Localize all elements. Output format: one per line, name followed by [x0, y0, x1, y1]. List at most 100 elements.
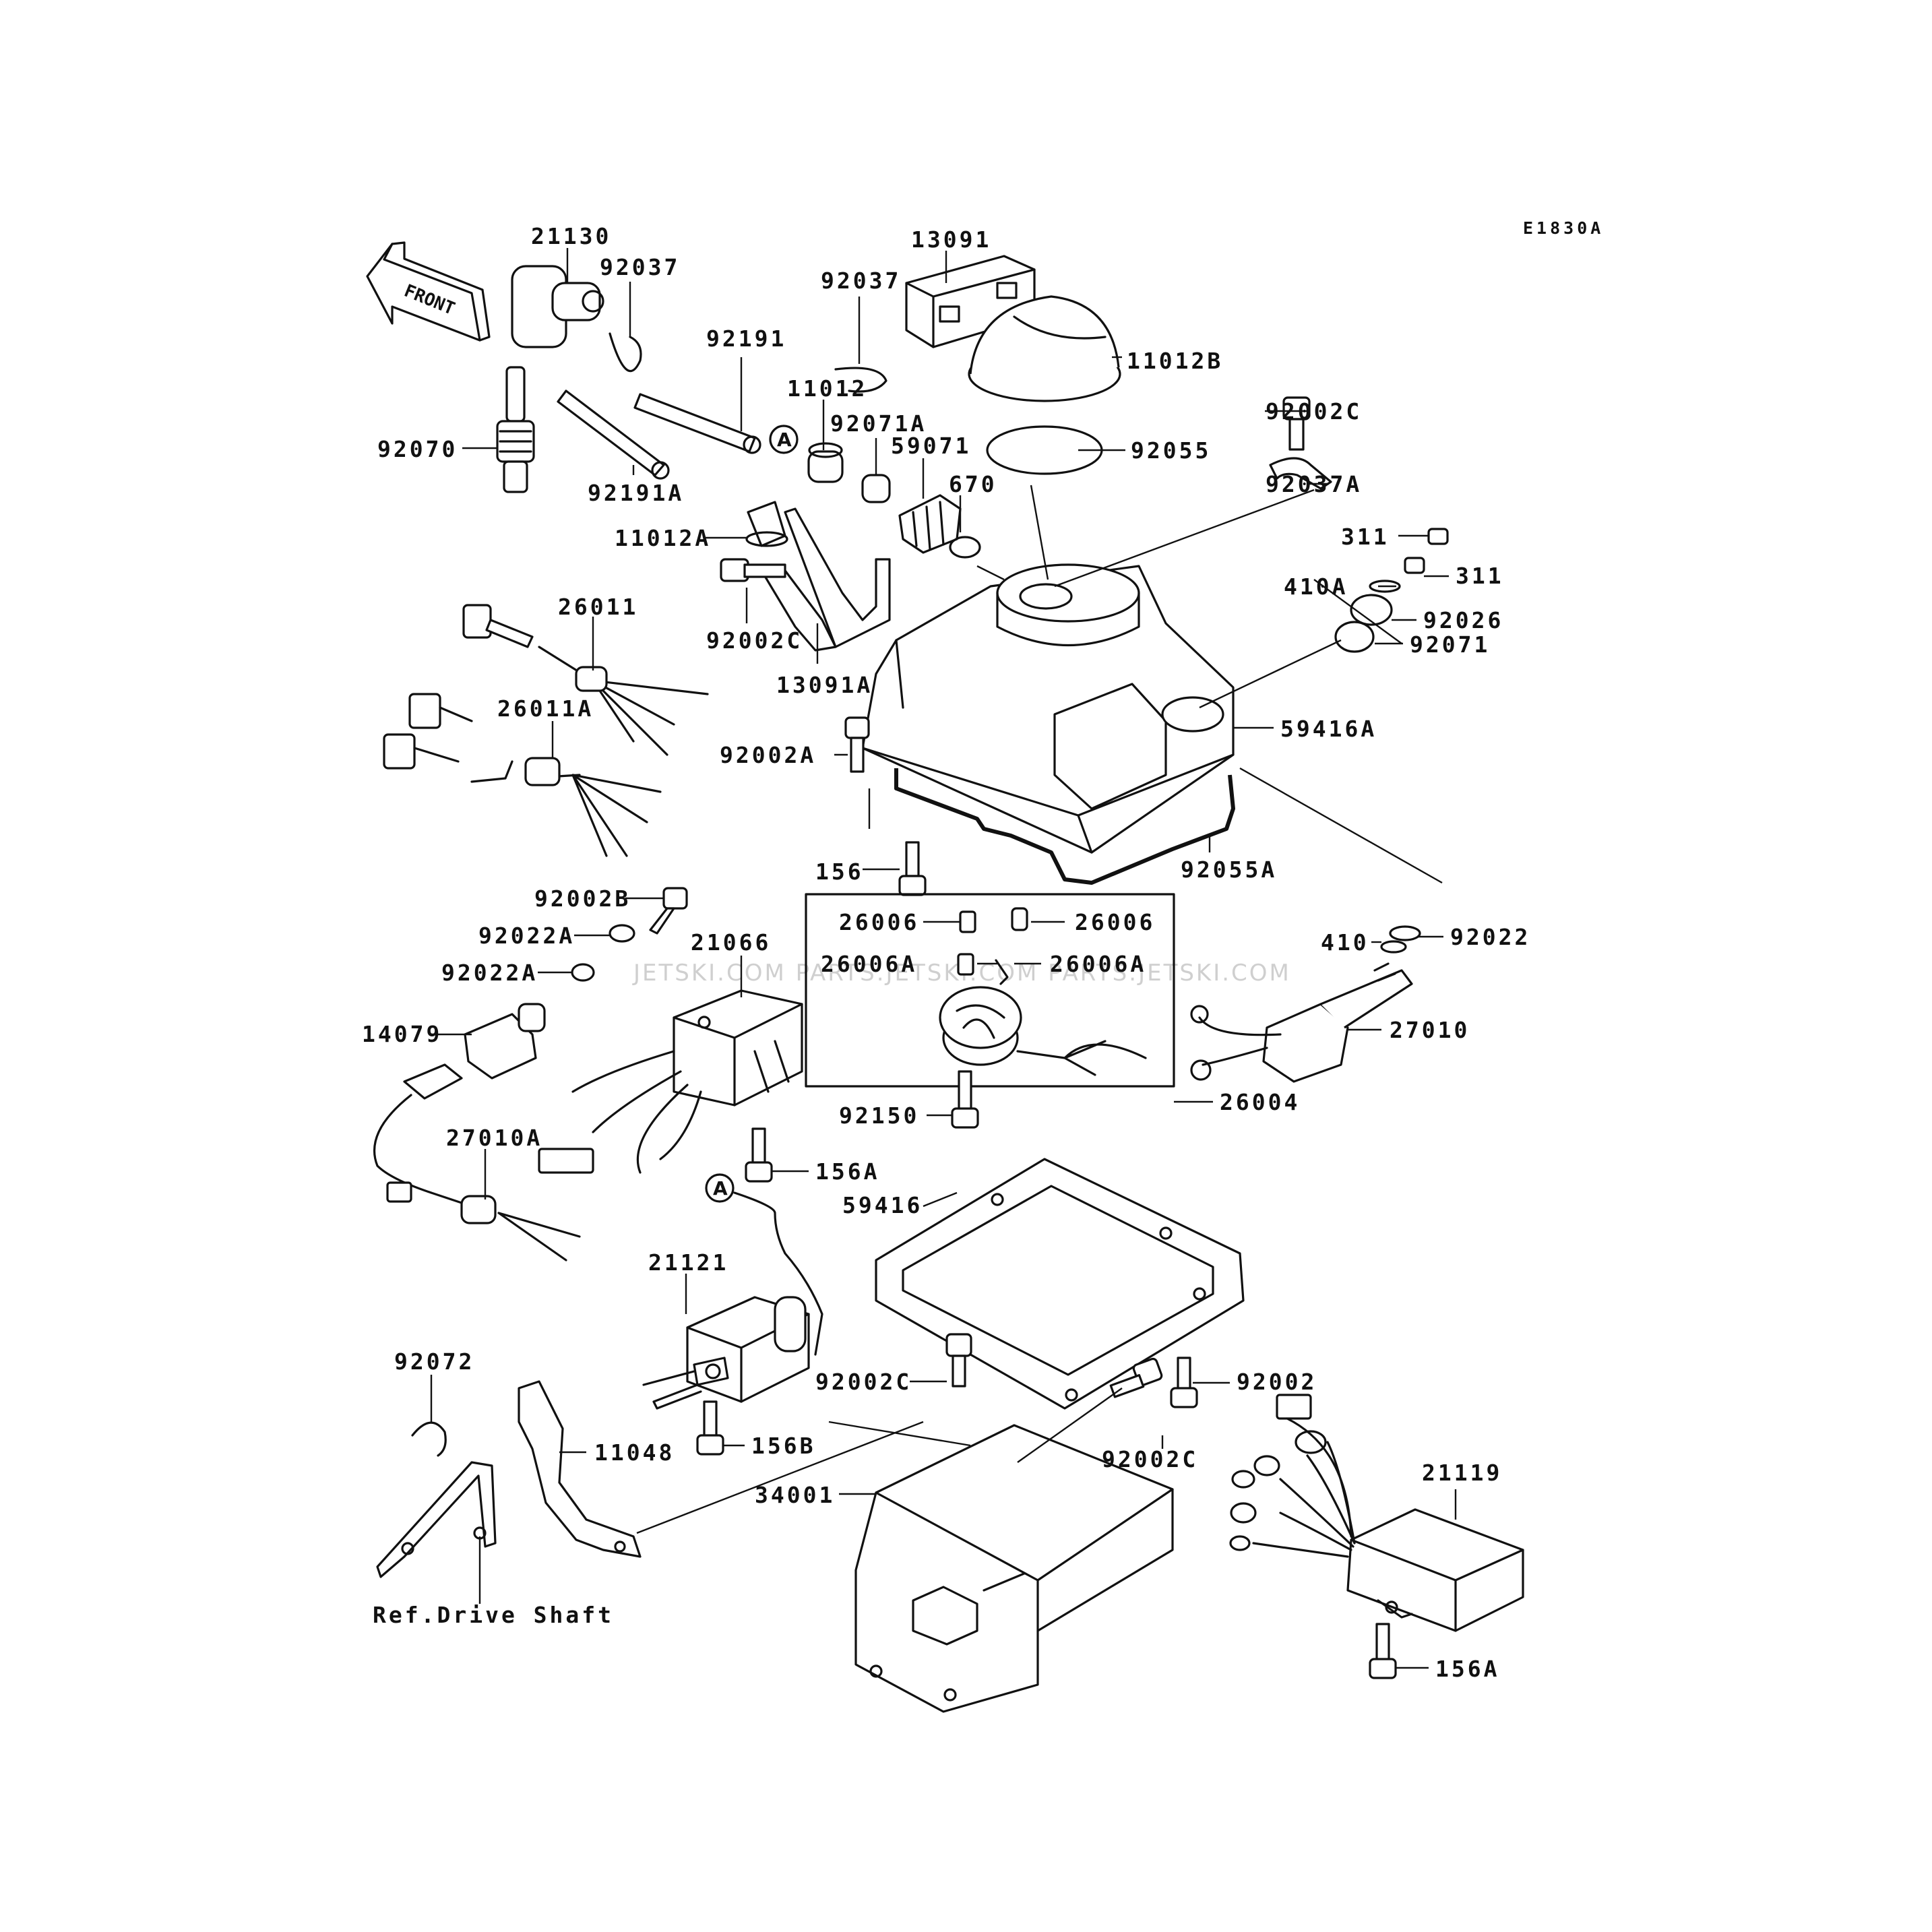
label-26006A-a: 26006A: [821, 951, 917, 977]
gasket-92055A: [894, 768, 1235, 885]
drive-shaft-bracket: [376, 1461, 497, 1578]
label-13091A: 13091A: [776, 672, 873, 698]
ref-circle-a-top: A: [769, 425, 799, 454]
label-26006-a: 26006: [839, 909, 919, 935]
label-92002C-d: 92002C: [1102, 1446, 1198, 1472]
clip-92037-b: [834, 367, 887, 393]
label-92002B: 92002B: [534, 885, 631, 912]
label-92150: 92150: [839, 1102, 919, 1129]
regulator-21066: [673, 989, 803, 1107]
clip-92072: [411, 1421, 447, 1457]
cap-11012B: [968, 295, 1121, 402]
label-92002C-b: 92002C: [706, 627, 803, 654]
funnel-11012A: [745, 501, 788, 547]
label-156A-b: 156A: [1435, 1656, 1499, 1682]
label-59416A: 59416A: [1280, 716, 1377, 742]
bolt-156A-a: [745, 1127, 773, 1183]
o-ring-670: [949, 536, 981, 559]
label-311-b: 311: [1456, 563, 1504, 589]
label-92022: 92022: [1450, 924, 1530, 950]
bracket-11048: [518, 1380, 642, 1558]
bolt-92002A: [844, 716, 870, 773]
wire-harness-26011A: [383, 693, 662, 857]
part-labels: 21130 92037 13091 92037 92191 11012B 110…: [362, 223, 1530, 1682]
bolt-92002C-lower-b: [1109, 1357, 1163, 1398]
bolt-92002C-right: [1282, 396, 1311, 451]
label-92002: 92002: [1237, 1369, 1317, 1395]
tube-92191A: [557, 389, 670, 480]
wire-harness-26011: [462, 604, 709, 756]
label-26004: 26004: [1220, 1089, 1300, 1115]
washer-410A: [1369, 580, 1401, 593]
svg-text:A: A: [713, 1177, 728, 1199]
label-92022A-a: 92022A: [478, 923, 575, 949]
svg-text:A: A: [777, 429, 792, 451]
label-670: 670: [949, 471, 997, 497]
label-21119: 21119: [1422, 1460, 1502, 1486]
label-92071: 92071: [1410, 631, 1490, 658]
plug-92071: [1334, 621, 1375, 653]
label-92037-a: 92037: [600, 254, 680, 280]
electric-box-cover-59416A: [861, 563, 1235, 854]
bolt-156: [898, 841, 927, 896]
label-21121: 21121: [648, 1249, 728, 1276]
label-156: 156: [815, 859, 864, 885]
label-410A: 410A: [1284, 573, 1348, 600]
label-27010A: 27010A: [446, 1125, 542, 1151]
label-59416: 59416: [842, 1192, 923, 1218]
label-410: 410: [1321, 929, 1369, 956]
label-27010: 27010: [1390, 1017, 1470, 1043]
tube-92191: [633, 393, 761, 454]
clamp-92037A: [1269, 457, 1332, 490]
ref-circle-a-bottom: A: [705, 1173, 735, 1203]
label-26011A: 26011A: [497, 695, 594, 722]
washer-92022A-a: [609, 924, 635, 943]
diagram-code: E1830A: [1523, 218, 1604, 238]
bolt-92002: [1170, 1357, 1198, 1408]
bolt-92002C-lower-a: [945, 1333, 972, 1388]
label-92191: 92191: [706, 325, 786, 352]
label-26011: 26011: [558, 594, 638, 620]
label-21130: 21130: [531, 223, 611, 249]
label-11012B: 11012B: [1127, 348, 1223, 374]
label-156A-a: 156A: [815, 1158, 879, 1185]
label-34001: 34001: [755, 1482, 835, 1508]
leader-lines: [430, 248, 1457, 1669]
fuse-26006A: [957, 953, 1009, 985]
washer-410: [1380, 940, 1407, 954]
relay-27010: [1190, 962, 1413, 1083]
label-11012: 11012: [787, 375, 867, 402]
label-92002C-c: 92002C: [815, 1369, 912, 1395]
bolt-156B: [696, 1400, 724, 1456]
clip-92037: [609, 332, 642, 373]
label-21066: 21066: [691, 929, 771, 956]
label-92071A: 92071A: [830, 410, 927, 437]
label-26006-b: 26006: [1075, 909, 1155, 935]
cap-14079: [464, 1003, 546, 1080]
label-11012A: 11012A: [615, 525, 711, 551]
label-92037A: 92037A: [1266, 471, 1362, 497]
label-59071: 59071: [891, 433, 971, 459]
bolt-92002C-left: [720, 558, 786, 582]
washer-92022: [1389, 925, 1421, 941]
front-arrow-icon: FRONT: [366, 241, 491, 342]
nut-311-b: [1404, 557, 1425, 574]
regulator-wiring: [538, 1050, 702, 1174]
callout-box-26004: [805, 893, 1175, 1088]
nut-311-a: [1427, 528, 1449, 545]
label-92070: 92070: [377, 436, 458, 462]
label-26006A-b: 26006A: [1050, 951, 1146, 977]
label-13091: 13091: [911, 226, 991, 253]
bolt-156A-b: [1369, 1623, 1397, 1679]
fuse-holder-26004: [939, 986, 1147, 1076]
bolt-92150: [951, 1070, 979, 1129]
label-14079: 14079: [362, 1021, 442, 1047]
label-92037-b: 92037: [821, 268, 901, 294]
label-311-a: 311: [1341, 524, 1390, 550]
spark-plug-92070: [496, 366, 535, 493]
label-ref-drive-shaft: Ref.Drive Shaft: [373, 1602, 614, 1628]
cap-11012: [807, 442, 844, 483]
switch-27010A: [373, 1063, 581, 1261]
cdi-unit-21119: [1229, 1394, 1524, 1632]
label-92072: 92072: [394, 1348, 474, 1375]
